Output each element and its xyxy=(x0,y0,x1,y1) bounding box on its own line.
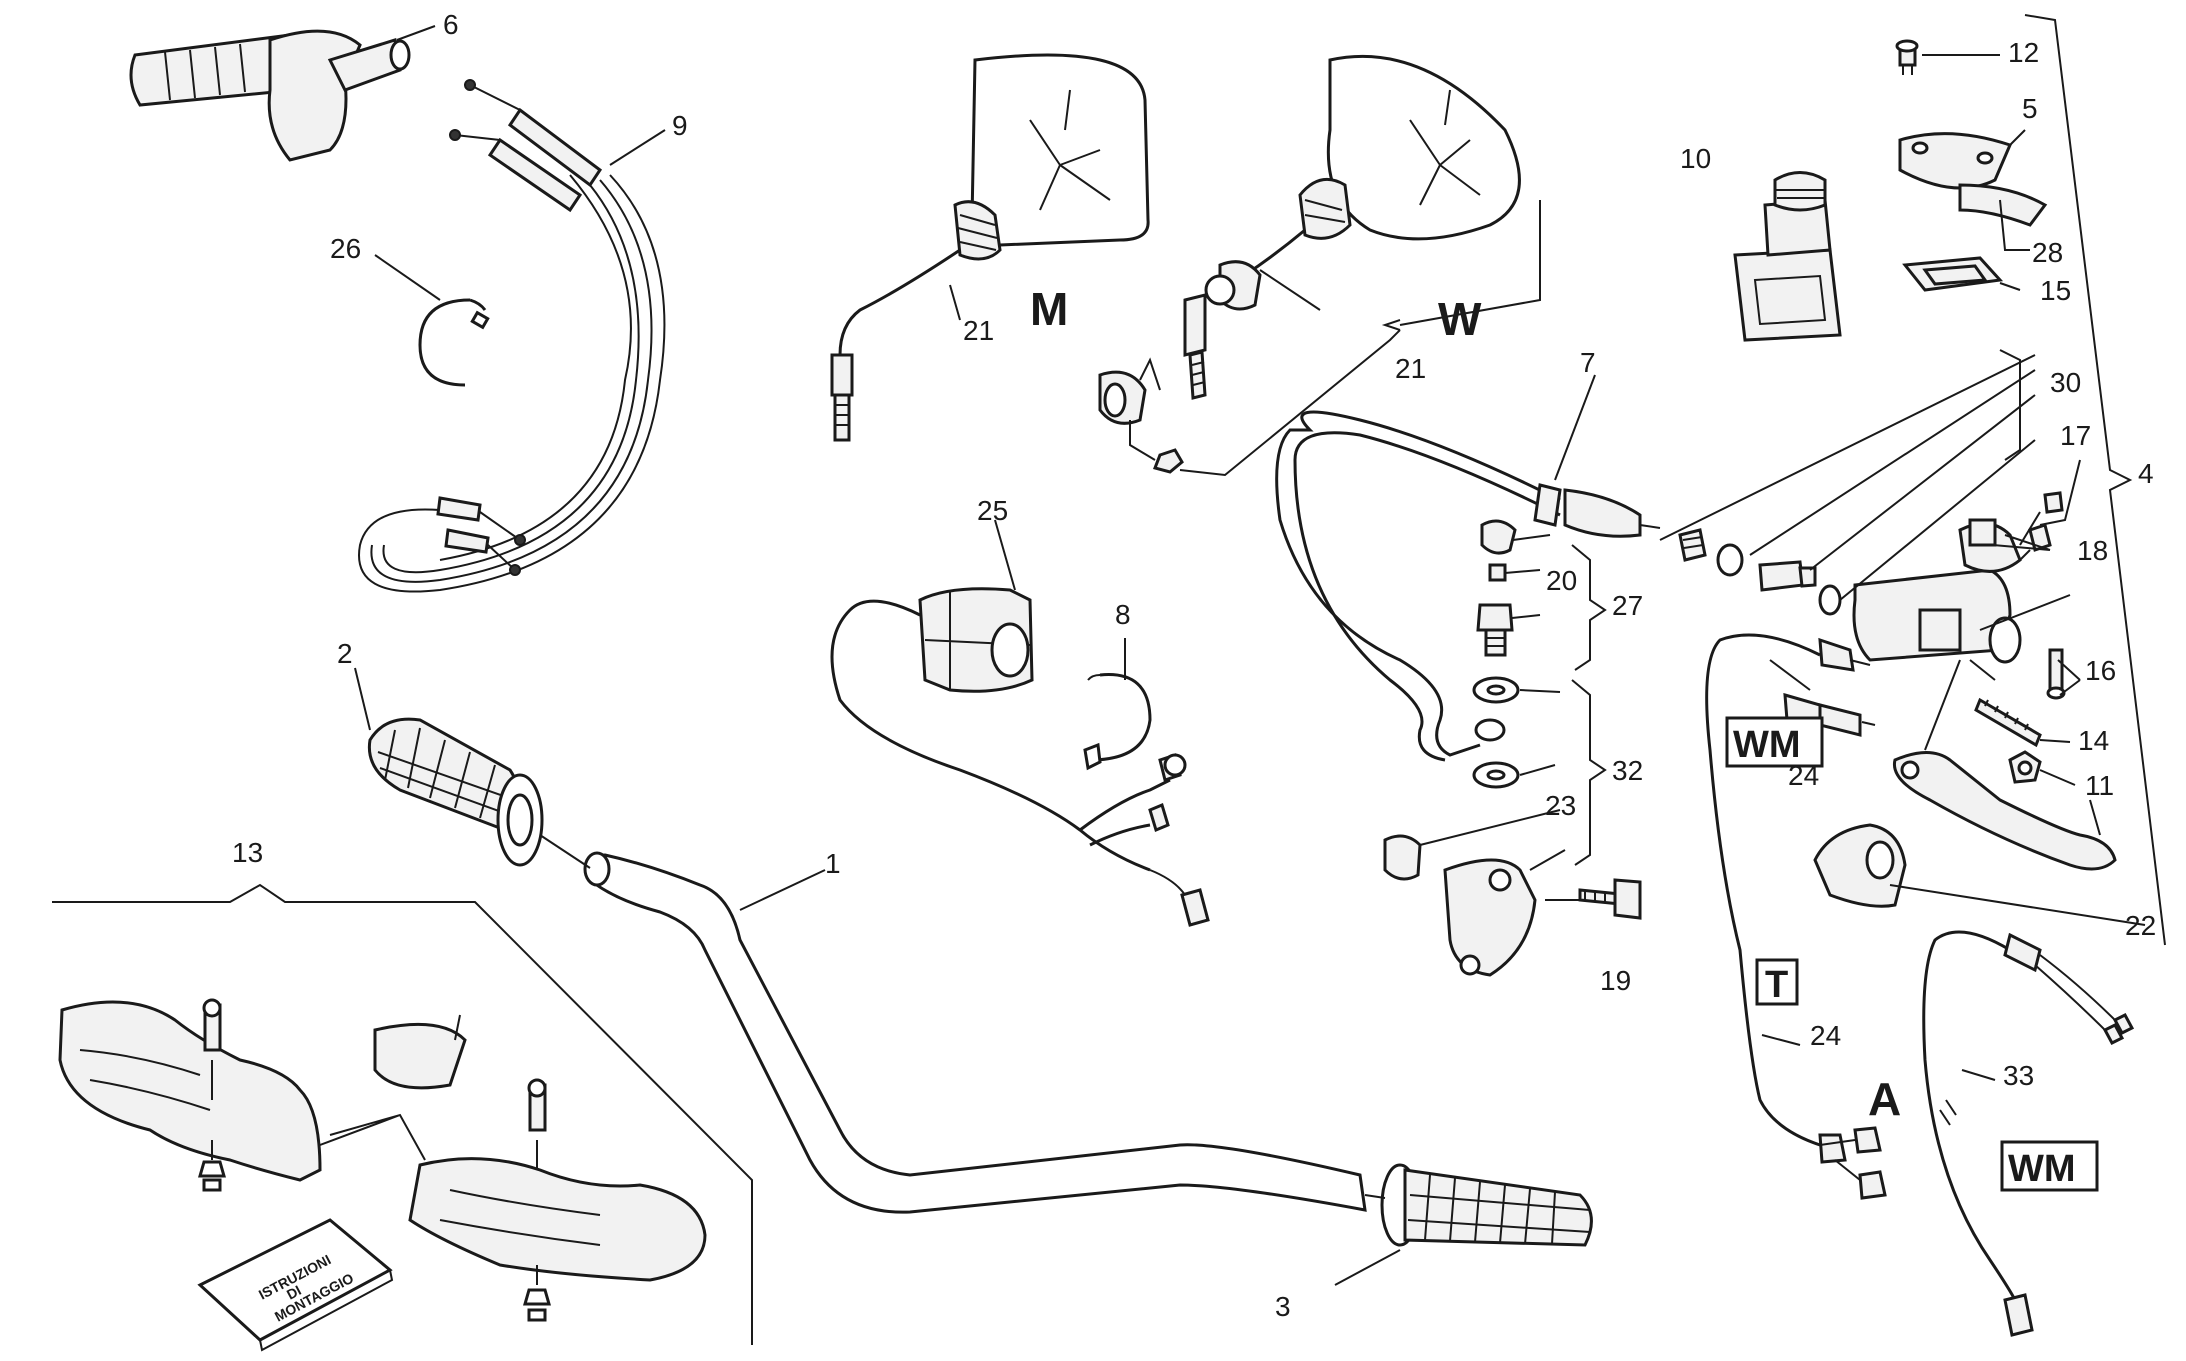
throttle-grip-assembly xyxy=(129,29,411,162)
part-label-28: 28 xyxy=(2032,237,2063,268)
part-label-21-m: 21 xyxy=(963,315,994,346)
ring-clip-8 xyxy=(1083,673,1152,771)
variant-label-w: W xyxy=(1438,293,1482,345)
part-label-33: 33 xyxy=(2003,1060,2034,1091)
variant-label-wm-2: WM xyxy=(2008,1148,2076,1190)
part-label-2: 2 xyxy=(337,638,353,669)
part-label-13: 13 xyxy=(232,837,263,868)
switch-wiring-33 xyxy=(1922,930,2135,1337)
hand-guard-kit: ISTRUZIONI DI MONTAGGIO xyxy=(52,883,753,1352)
part-label-7: 7 xyxy=(1580,347,1596,378)
part-label-30: 30 xyxy=(2050,367,2081,398)
lever-clamp xyxy=(1813,823,2146,926)
variant-box-wm-2: WM xyxy=(2000,1140,2099,1192)
part-label-3: 3 xyxy=(1275,1291,1291,1322)
variant-label-a: A xyxy=(1868,1073,1901,1125)
engine-stop-switch xyxy=(830,587,1210,927)
part-label-17: 17 xyxy=(2060,420,2091,451)
part-label-10: 10 xyxy=(1680,143,1711,174)
part-label-4: 4 xyxy=(2138,458,2154,489)
part-label-15: 15 xyxy=(2040,275,2071,306)
part-label-25: 25 xyxy=(977,495,1008,526)
part-label-6: 6 xyxy=(443,9,459,40)
part-label-14: 14 xyxy=(2078,725,2109,756)
part-label-32: 32 xyxy=(1612,755,1643,786)
variant-box-wm-1: WM xyxy=(1725,716,1824,768)
part-label-18: 18 xyxy=(2077,535,2108,566)
part-label-27: 27 xyxy=(1612,590,1643,621)
variant-label-wm-1: WM xyxy=(1733,724,1801,766)
reservoir-cover-parts xyxy=(1895,39,2048,292)
brake-hose xyxy=(1275,410,1661,762)
hose-fittings xyxy=(1383,519,1642,977)
right-grip xyxy=(1364,1163,1593,1247)
part-label-8: 8 xyxy=(1115,599,1131,630)
mirror-m-square xyxy=(830,53,1150,442)
part-label-16: 16 xyxy=(2085,655,2116,686)
variant-box-t: T xyxy=(1755,958,1799,1006)
throttle-cables xyxy=(358,79,666,593)
variant-label-m: M xyxy=(1030,283,1068,335)
brake-fluid-bottle xyxy=(1733,171,1842,342)
part-label-19: 19 xyxy=(1600,965,1631,996)
assembly-bracket-4 xyxy=(2024,14,2166,946)
part-label-5: 5 xyxy=(2022,93,2038,124)
part-label-12: 12 xyxy=(2008,37,2039,68)
part-number-labels: 6 9 26 21 21 25 8 2 1 13 3 7 20 27 32 23… xyxy=(232,9,2156,1322)
part-label-26: 26 xyxy=(330,233,361,264)
leader-lines xyxy=(354,25,2101,1286)
part-label-9: 9 xyxy=(672,110,688,141)
part-label-23: 23 xyxy=(1545,790,1576,821)
variant-label-t: T xyxy=(1765,964,1788,1006)
part-label-20: 20 xyxy=(1546,565,1577,596)
circlip-26 xyxy=(418,298,490,387)
part-label-24-lower: 24 xyxy=(1810,1020,1841,1051)
assembly-instructions-booklet: ISTRUZIONI DI MONTAGGIO xyxy=(197,1218,394,1352)
handlebar xyxy=(583,851,1367,1214)
part-label-22: 22 xyxy=(2125,910,2156,941)
left-grip xyxy=(367,717,591,869)
booklet-line-2: DI xyxy=(284,1282,304,1303)
mirror-w-round xyxy=(1098,54,1541,477)
part-label-11: 11 xyxy=(2085,770,2114,801)
front-brake-master-cylinder xyxy=(1678,491,2117,871)
part-label-21-w: 21 xyxy=(1395,353,1426,384)
part-label-24-upper: 24 xyxy=(1788,760,1819,791)
part-label-1: 1 xyxy=(825,848,841,879)
